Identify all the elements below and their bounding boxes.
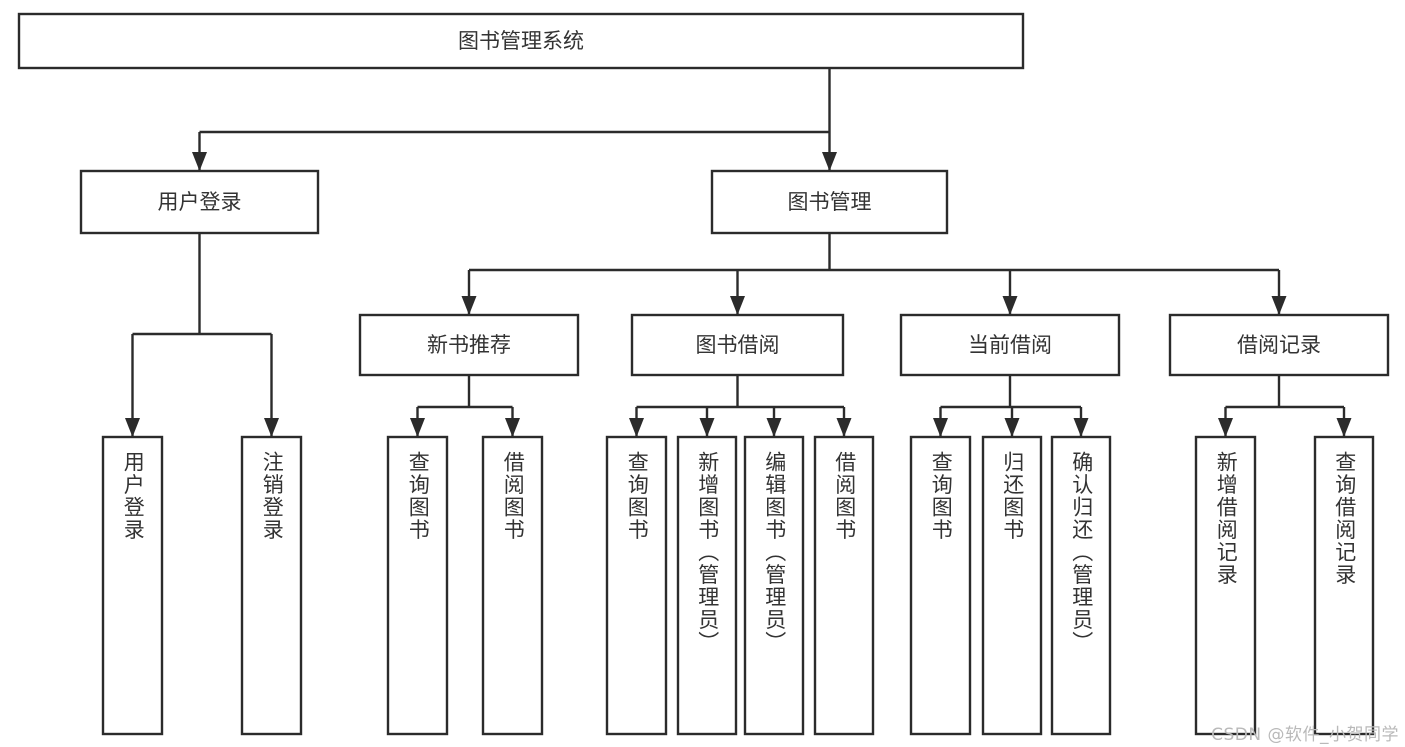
node-box-level2-图书管理[interactable]	[710, 169, 949, 235]
arrow-head-icon-图书借阅-leaf-3	[836, 418, 852, 437]
arrow-head-icon-当前借阅-leaf-1	[1004, 418, 1020, 437]
node-label-level2-用户登录: 用户登录	[158, 190, 242, 214]
node-box-level3-当前借阅[interactable]	[899, 313, 1121, 377]
node-box-level2-用户登录[interactable]	[79, 169, 320, 235]
node-box-layer	[17, 12, 1390, 736]
node-label-level3-新书推荐: 新书推荐	[427, 333, 511, 357]
node-label-level3-图书借阅: 图书借阅	[696, 333, 780, 357]
node-box-leaf-4-查询图书[interactable]	[605, 435, 668, 736]
node-box-leaf-9-归还图书[interactable]	[981, 435, 1043, 736]
node-box-leaf-1-注销登录[interactable]	[240, 435, 303, 736]
node-box-leaf-5-新增图书管理员[interactable]	[676, 435, 738, 736]
node-box-leaf-12-查询借阅记录[interactable]	[1313, 435, 1375, 736]
arrow-head-icon-借阅记录-leaf-1	[1336, 418, 1352, 437]
arrow-head-icon-root-to-book-manage	[822, 152, 837, 171]
arrow-head-icon-借阅记录-leaf-0	[1218, 418, 1233, 437]
node-box-leaf-3-借阅图书[interactable]	[481, 435, 544, 736]
node-box-level3-借阅记录[interactable]	[1168, 313, 1390, 377]
node-box-level3-新书推荐[interactable]	[358, 313, 580, 377]
arrow-head-icon-图书借阅-leaf-2	[766, 418, 782, 437]
node-label-level2-图书管理: 图书管理	[788, 190, 872, 214]
arrow-head-icon-to-图书借阅	[730, 296, 745, 315]
node-box-leaf-2-查询图书[interactable]	[386, 435, 449, 736]
connector-layer	[125, 68, 1352, 437]
arrow-head-icon-user-login-leaf-1	[264, 418, 279, 437]
node-box-leaf-0-用户登录[interactable]	[101, 435, 164, 736]
arrow-head-icon-当前借阅-leaf-0	[933, 418, 948, 437]
csdn-watermark: CSDN @软件_小贺同学	[1211, 725, 1399, 745]
arrow-head-icon-to-新书推荐	[461, 296, 477, 315]
arrow-head-icon-图书借阅-leaf-0	[629, 418, 644, 437]
arrow-head-icon-to-借阅记录	[1271, 296, 1287, 315]
arrow-head-icon-图书借阅-leaf-1	[699, 418, 715, 437]
arrow-head-icon-user-login-leaf-0	[125, 418, 140, 437]
arrow-head-icon-新书推荐-leaf-1	[505, 418, 520, 437]
node-label-level3-当前借阅: 当前借阅	[968, 333, 1052, 357]
node-box-leaf-11-新增借阅记录[interactable]	[1194, 435, 1257, 736]
node-box-leaf-8-查询图书[interactable]	[909, 435, 972, 736]
node-box-leaf-10-确认归还管理员[interactable]	[1050, 435, 1112, 736]
node-box-leaf-6-编辑图书管理员[interactable]	[743, 435, 805, 736]
node-box-leaf-7-借阅图书[interactable]	[813, 435, 875, 736]
arrow-head-icon-新书推荐-leaf-0	[410, 418, 425, 437]
arrow-head-icon-当前借阅-leaf-2	[1073, 418, 1089, 437]
arrow-head-icon-root-to-user-login	[192, 152, 207, 171]
node-label-level3-借阅记录: 借阅记录	[1237, 333, 1321, 357]
node-box-level3-图书借阅[interactable]	[630, 313, 845, 377]
node-box-root[interactable]	[17, 12, 1025, 70]
node-label-root: 图书管理系统	[458, 29, 584, 53]
arrow-head-icon-to-当前借阅	[1002, 296, 1018, 315]
